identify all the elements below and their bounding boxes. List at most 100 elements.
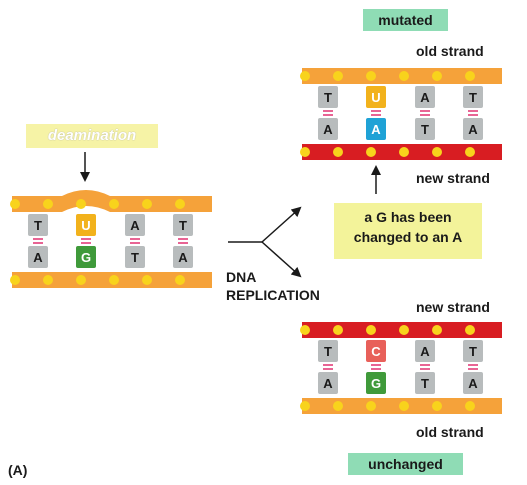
original-bottom-base xyxy=(173,246,193,268)
original-top-base xyxy=(28,214,48,236)
unchanged-top-base xyxy=(415,340,435,362)
mutated-top-base xyxy=(366,86,386,108)
unchanged-bead xyxy=(465,401,475,411)
unchanged-bead xyxy=(399,325,409,335)
original-bead xyxy=(10,199,20,209)
new-strand-label-bottom: new strand xyxy=(416,299,490,315)
mutated-top-base-letter: T xyxy=(324,90,332,105)
mutated-bottom-base xyxy=(415,118,435,140)
old-strand-label-top: old strand xyxy=(416,43,484,59)
mutated-bottom-base xyxy=(318,118,338,140)
original-bottom-base xyxy=(76,246,96,268)
original-bead xyxy=(142,199,152,209)
original-bead xyxy=(43,199,53,209)
original-bottom-base-letter: G xyxy=(81,250,91,265)
mutated-bead xyxy=(333,147,343,157)
original-top-base xyxy=(125,214,145,236)
unchanged-bead xyxy=(366,325,376,335)
mutated-bead xyxy=(333,71,343,81)
original-bead xyxy=(109,199,119,209)
unchanged-bottom-base-letter: A xyxy=(468,376,478,391)
mutated-bottom-base-letter: T xyxy=(421,122,429,137)
mutated-bottom-base-letter: A xyxy=(323,122,333,137)
mutated-duplex: T A U A A T T A xyxy=(300,68,502,160)
unchanged-bottom-base xyxy=(318,372,338,394)
original-bead xyxy=(43,275,53,285)
mutated-top-base xyxy=(415,86,435,108)
original-bottom-base xyxy=(125,246,145,268)
dna-label-line2: REPLICATION xyxy=(226,287,320,303)
unchanged-bead xyxy=(300,325,310,335)
original-top-base-letter: T xyxy=(179,218,187,233)
mutated-bottom-base-letter: A xyxy=(371,122,381,137)
unchanged-top-base-letter: T xyxy=(324,344,332,359)
mutated-bottom-base xyxy=(366,118,386,140)
mutated-top-base-letter: U xyxy=(371,90,380,105)
mutation-note: a G has been changed to an A xyxy=(334,203,482,259)
mutated-bead xyxy=(465,71,475,81)
unchanged-bead xyxy=(366,401,376,411)
original-bead xyxy=(109,275,119,285)
unchanged-bottom-base-letter: T xyxy=(421,376,429,391)
mutation-note-line2: changed to an A xyxy=(353,229,463,245)
mutated-bead xyxy=(432,147,442,157)
original-bottom-base-letter: T xyxy=(131,250,139,265)
unchanged-top-base xyxy=(366,340,386,362)
mutated-top-base xyxy=(318,86,338,108)
mutated-top-base xyxy=(463,86,483,108)
original-bead xyxy=(76,199,86,209)
old-strand-label-bottom: old strand xyxy=(416,424,484,440)
unchanged-top-base xyxy=(463,340,483,362)
unchanged-bead xyxy=(465,325,475,335)
mutated-bead xyxy=(366,147,376,157)
original-duplex: T A U G A T T A xyxy=(10,190,212,288)
original-top-base-letter: U xyxy=(81,218,90,233)
mutated-bottom-base-letter: A xyxy=(468,122,478,137)
original-bead xyxy=(175,199,185,209)
unchanged-bead xyxy=(399,401,409,411)
original-bead xyxy=(10,275,20,285)
unchanged-top-base-letter: T xyxy=(469,344,477,359)
original-bead xyxy=(175,275,185,285)
dna-replication-label: DNA REPLICATION xyxy=(226,268,320,304)
mutation-note-line1: a G has been xyxy=(364,209,452,225)
original-bottom-base xyxy=(28,246,48,268)
original-top-base-letter: A xyxy=(130,218,140,233)
mutated-bead xyxy=(465,147,475,157)
original-bead xyxy=(76,275,86,285)
unchanged-bottom-base xyxy=(366,372,386,394)
unchanged-bead xyxy=(432,325,442,335)
original-top-base xyxy=(173,214,193,236)
replication-arrow-up xyxy=(261,206,302,243)
mutated-bottom-base xyxy=(463,118,483,140)
mutated-bead xyxy=(300,147,310,157)
unchanged-bead xyxy=(333,325,343,335)
mutated-top-base-letter: A xyxy=(420,90,430,105)
mutated-tag: mutated xyxy=(363,9,448,31)
mutated-bead xyxy=(366,71,376,81)
unchanged-top-base-letter: C xyxy=(371,344,381,359)
mutated-top-base-letter: T xyxy=(469,90,477,105)
unchanged-bottom-base-letter: A xyxy=(323,376,333,391)
original-top-base xyxy=(76,214,96,236)
original-top-base-letter: T xyxy=(34,218,42,233)
panel-label: (A) xyxy=(8,462,28,478)
unchanged-top-base-letter: A xyxy=(420,344,430,359)
unchanged-bottom-base-letter: G xyxy=(371,376,381,391)
original-bottom-base-letter: A xyxy=(33,250,43,265)
unchanged-bead xyxy=(432,401,442,411)
deamination-label: deamination xyxy=(26,124,158,148)
original-bottom-base-letter: A xyxy=(178,250,188,265)
mutated-bead xyxy=(300,71,310,81)
unchanged-duplex: T A C G A T T A xyxy=(300,322,502,414)
replication-arrow-down xyxy=(261,241,302,278)
mutated-bead xyxy=(399,147,409,157)
unchanged-top-base xyxy=(318,340,338,362)
new-strand-label-top: new strand xyxy=(416,170,490,186)
unchanged-tag: unchanged xyxy=(348,453,463,475)
unchanged-bead xyxy=(333,401,343,411)
dna-label-line1: DNA xyxy=(226,269,257,285)
unchanged-bottom-base xyxy=(463,372,483,394)
unchanged-bottom-base xyxy=(415,372,435,394)
